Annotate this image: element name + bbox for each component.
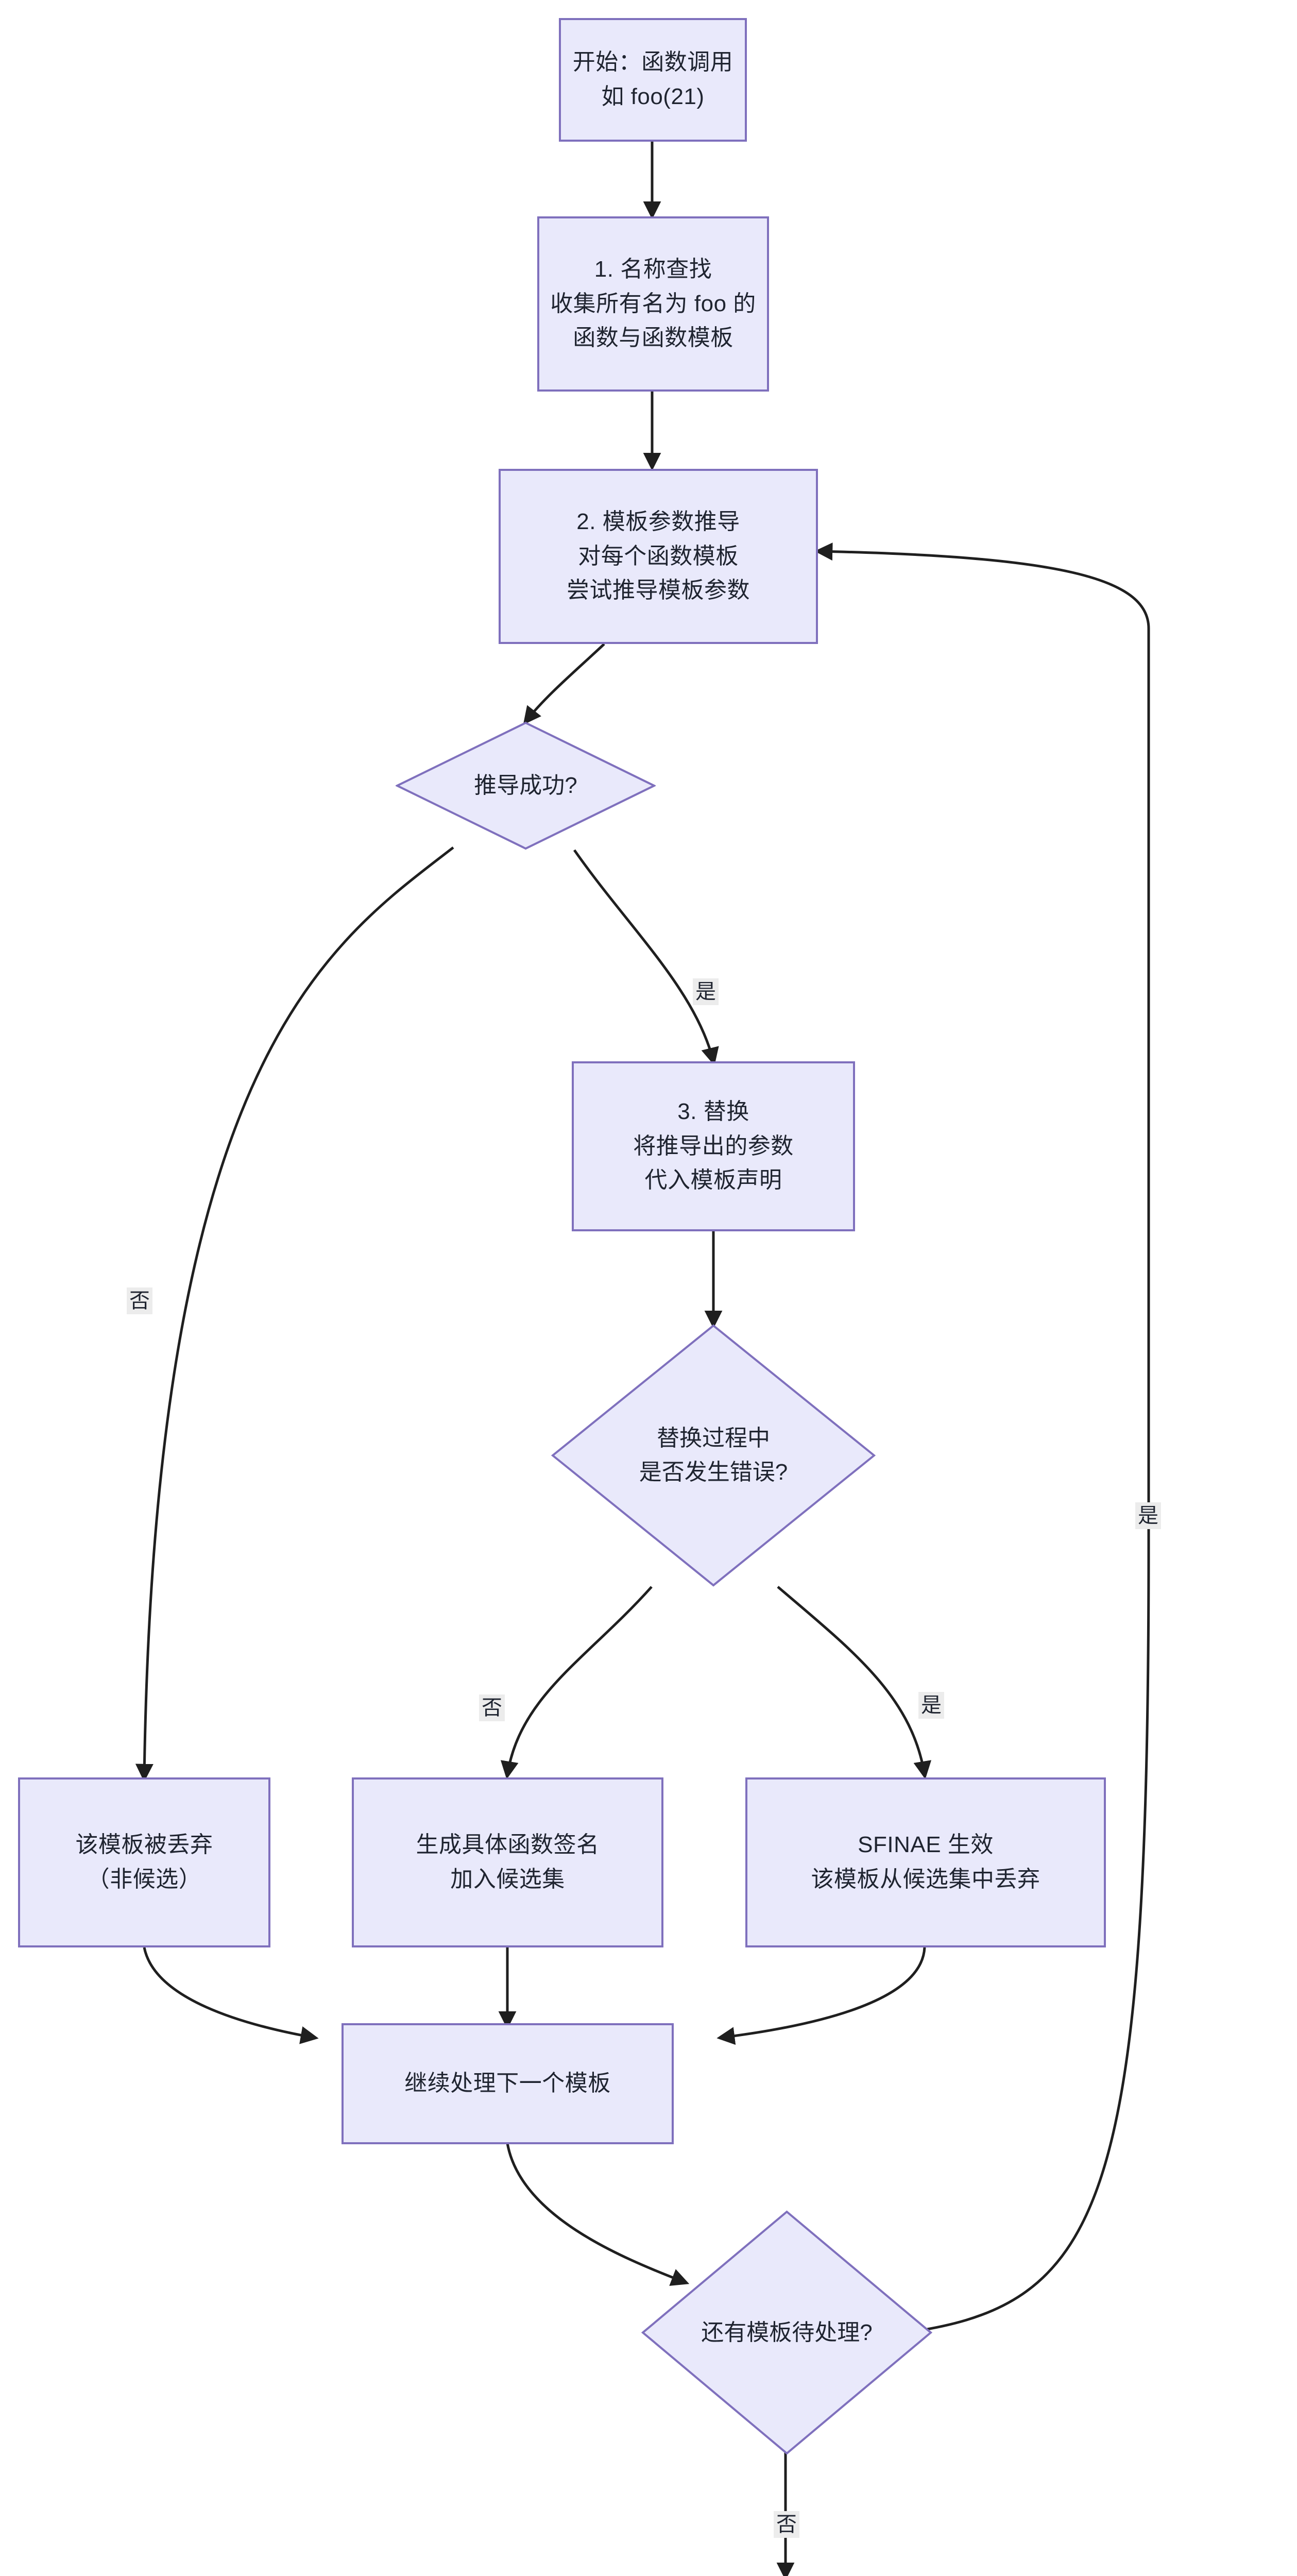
node-name-lookup[interactable]: 1. 名称查找 收集所有名为 foo 的 函数与函数模板 [537, 216, 769, 392]
node-start-line-1: 开始：函数调用 [572, 49, 733, 75]
diamond-shape [641, 2210, 932, 2455]
edge-next-to-more [506, 2143, 690, 2286]
diamond-shape [396, 721, 656, 850]
edge-deduceok-yes [573, 849, 719, 1066]
node-discarded-line-2: （非候选） [87, 1867, 202, 1892]
edge-substerror-yes [777, 1586, 932, 1780]
node-sfinae-line-1: SFINAE 生效 [858, 1832, 994, 1858]
edge-sfinae-to-next [716, 1947, 926, 2045]
diamond-shape [551, 1324, 876, 1587]
edge-more-yes-loop [814, 543, 1150, 2335]
node-next-template-line-1: 继续处理下一个模板 [404, 2071, 611, 2096]
edge-label-subst-no: 否 [479, 1694, 505, 1721]
edge-deduce-to-deduceok [523, 643, 605, 725]
node-lookup-line-1: 1. 名称查找 [594, 256, 712, 282]
node-template-argument-deduction[interactable]: 2. 模板参数推导 对每个函数模板 尝试推导模板参数 [499, 469, 818, 644]
node-deduction-success-decision[interactable]: 推导成功? [396, 721, 656, 850]
node-substitution-error-decision[interactable]: 替换过程中 是否发生错误? [551, 1324, 876, 1587]
edge-discarded-to-next [143, 1947, 319, 2044]
edge-substerror-no [500, 1586, 653, 1780]
node-start[interactable]: 开始：函数调用 如 foo(21) [559, 18, 747, 142]
edge-label-deduction-no: 否 [127, 1287, 152, 1314]
node-deduce-line-1: 2. 模板参数推导 [576, 509, 740, 534]
edge-label-loop-yes: 是 [1135, 1502, 1161, 1529]
edge-deduceok-no [135, 846, 454, 1782]
edge-label-subst-yes: 是 [918, 1692, 944, 1719]
edge-label-deduction-yes: 是 [693, 978, 719, 1005]
node-substitution[interactable]: 3. 替换 将推导出的参数 代入模板声明 [572, 1061, 855, 1231]
node-sfinae-line-2: 该模板从候选集中丢弃 [811, 1867, 1040, 1892]
node-more-templates-decision[interactable]: 还有模板待处理? [641, 2210, 932, 2455]
node-deduce-line-2: 对每个函数模板 [578, 543, 739, 569]
node-substitute-line-1: 3. 替换 [677, 1098, 749, 1124]
node-lookup-line-3: 函数与函数模板 [573, 325, 733, 351]
node-generate-signature[interactable]: 生成具体函数签名 加入候选集 [352, 1777, 663, 1947]
node-substitute-line-3: 代入模板声明 [644, 1167, 782, 1193]
node-discarded-line-1: 该模板被丢弃 [75, 1832, 213, 1858]
node-template-discarded[interactable]: 该模板被丢弃 （非候选） [18, 1777, 270, 1947]
node-deduce-line-3: 尝试推导模板参数 [567, 578, 750, 603]
node-next-template[interactable]: 继续处理下一个模板 [342, 2023, 674, 2144]
node-substitute-line-2: 将推导出的参数 [633, 1133, 794, 1159]
node-lookup-line-2: 收集所有名为 foo 的 [550, 291, 756, 316]
node-signature-line-1: 生成具体函数签名 [416, 1832, 600, 1858]
edge-label-more-no: 否 [774, 2511, 799, 2538]
node-signature-line-2: 加入候选集 [450, 1867, 565, 1892]
node-start-line-2: 如 foo(21) [601, 84, 705, 109]
node-sfinae-applied[interactable]: SFINAE 生效 该模板从候选集中丢弃 [745, 1777, 1106, 1947]
